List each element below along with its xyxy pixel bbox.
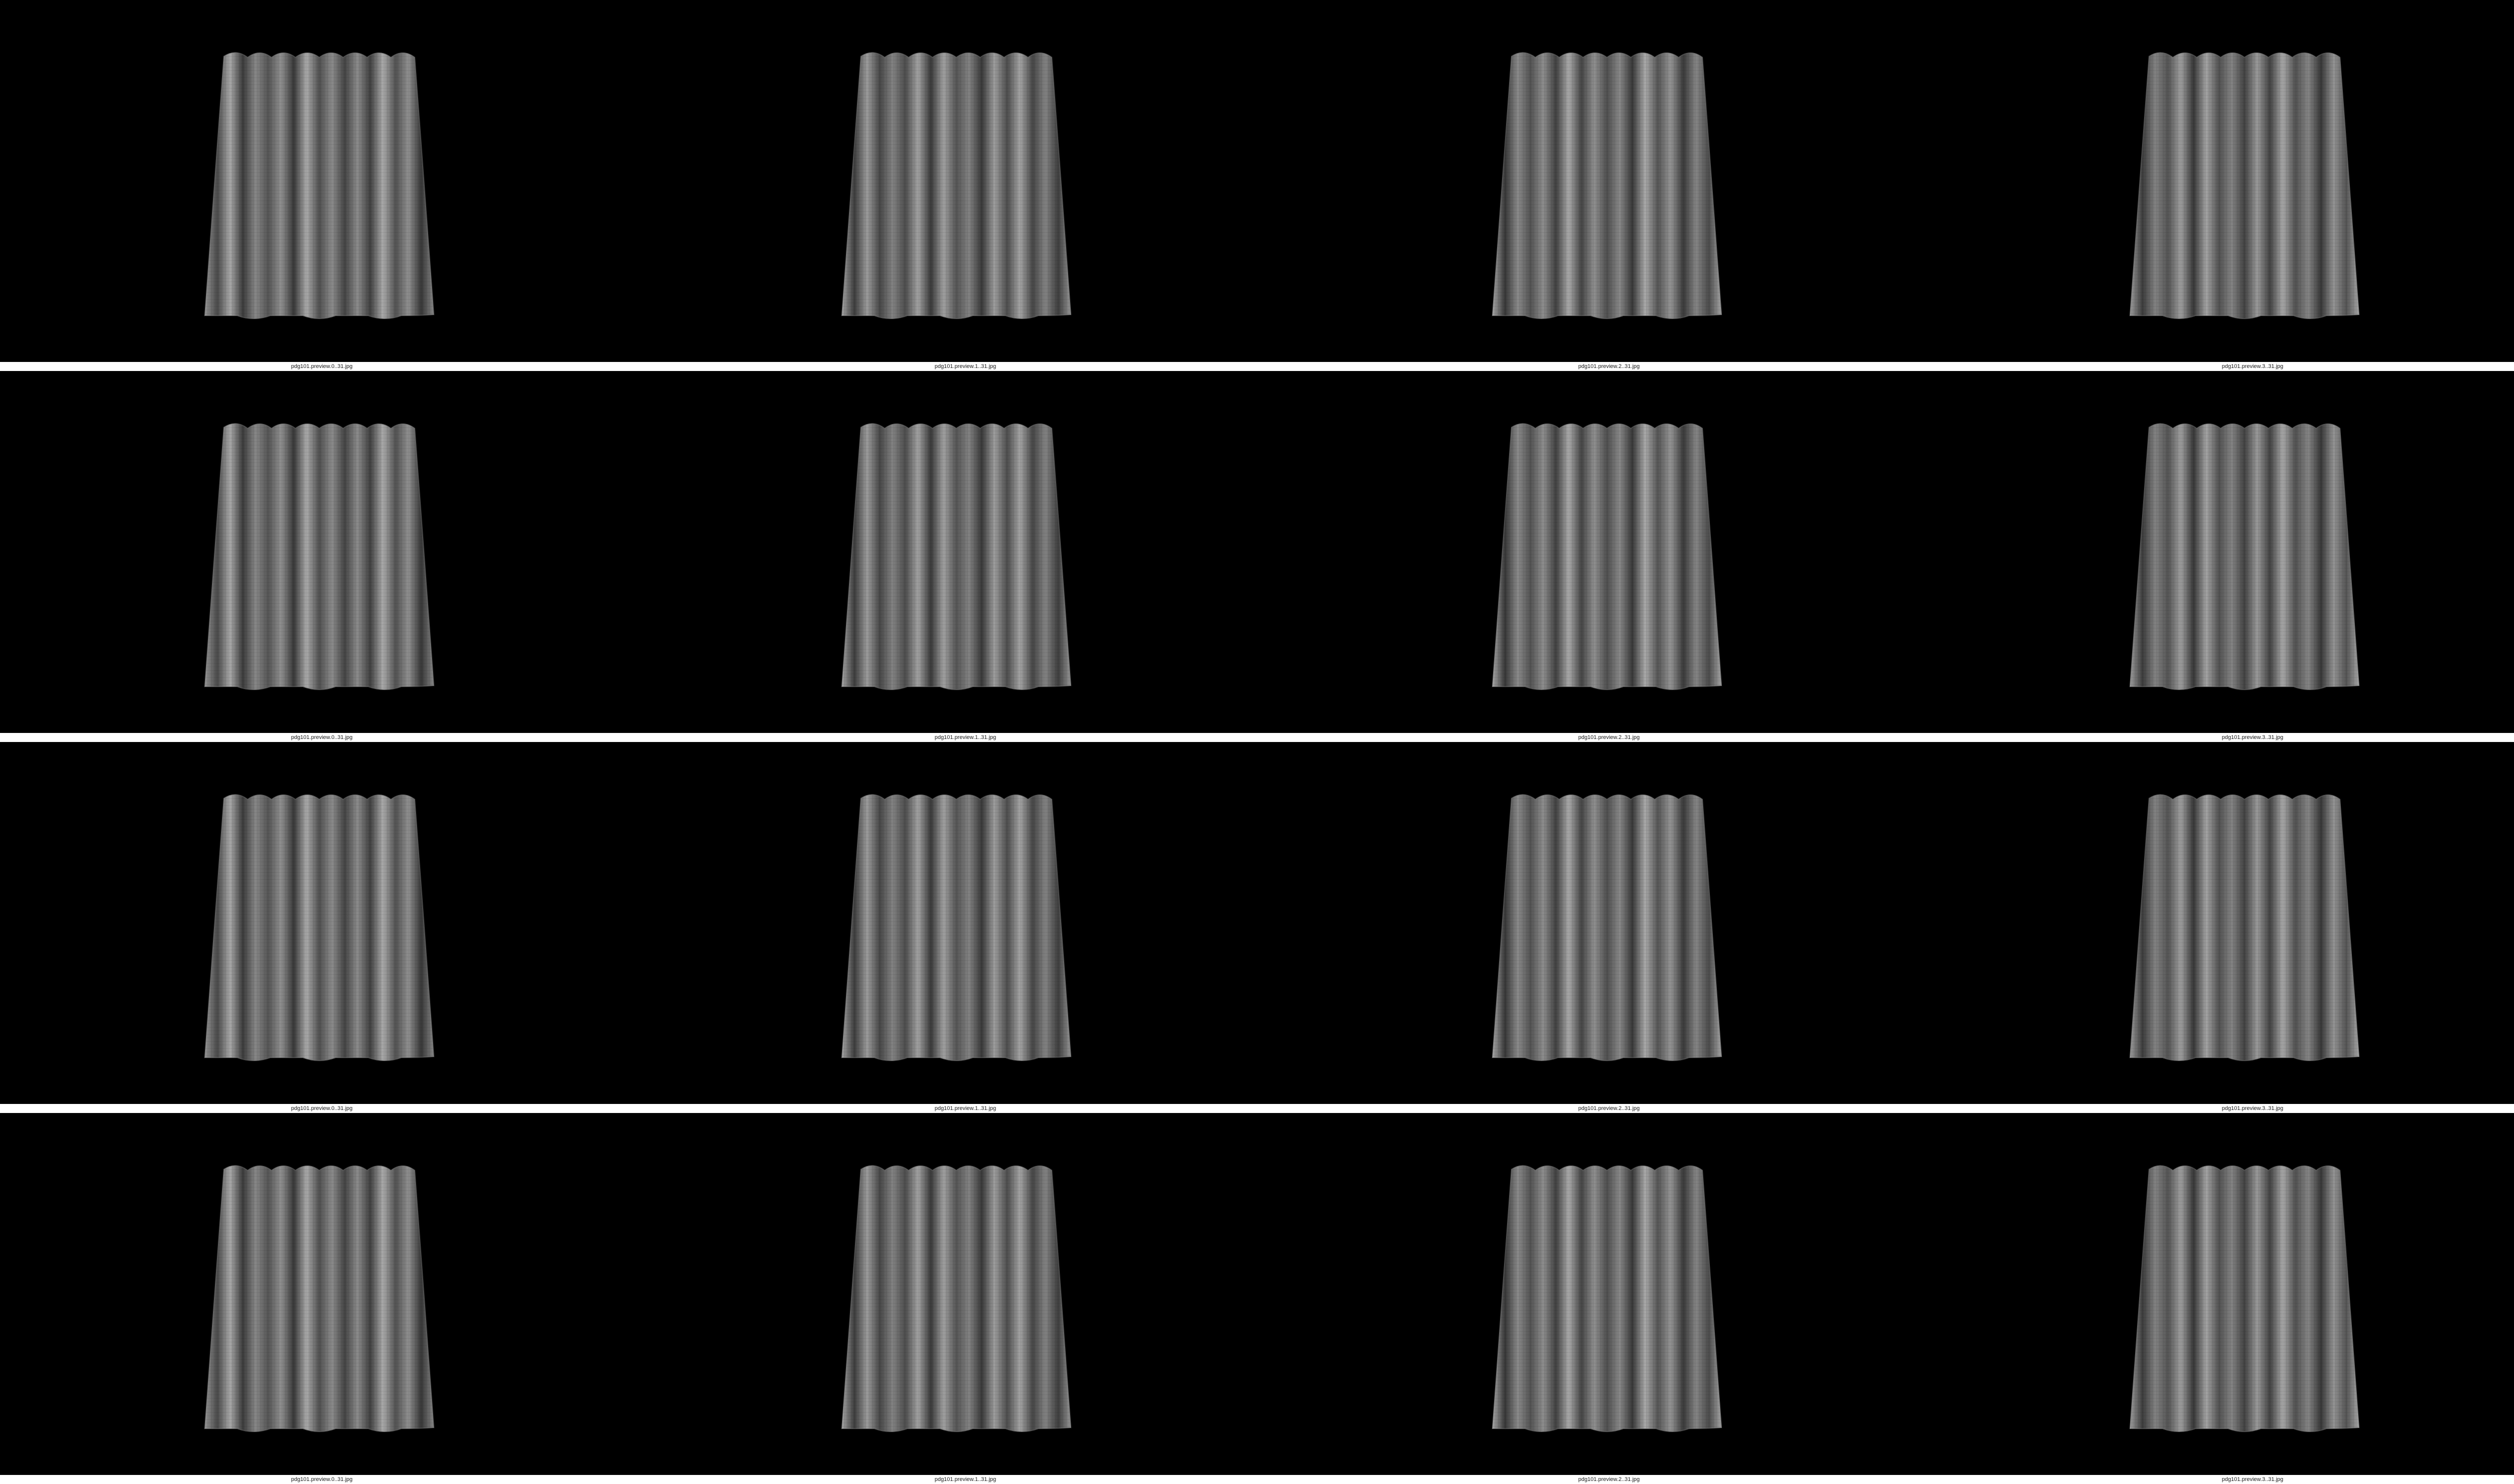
preview-caption: pdg101.preview.3..31.jpg [2221, 363, 2284, 369]
cloth-curtain-render [841, 423, 1072, 690]
preview-frame[interactable] [0, 742, 644, 1104]
cloth-outline [1491, 52, 1723, 319]
preview-cell[interactable]: pdg101.preview.1..31.jpg [644, 1113, 1287, 1484]
cloth-curtain-render [204, 794, 435, 1061]
preview-cell[interactable]: pdg101.preview.1..31.jpg [644, 742, 1287, 1113]
cloth-outline [841, 794, 1072, 1061]
preview-frame[interactable] [1931, 1113, 2514, 1475]
cloth-mesh-overlay [842, 794, 1071, 1061]
cloth-mesh-overlay [2130, 52, 2359, 319]
preview-cell[interactable]: pdg101.preview.2..31.jpg [1287, 371, 1931, 742]
preview-cell[interactable]: pdg101.preview.2..31.jpg [1287, 0, 1931, 371]
cloth-outline [841, 423, 1072, 690]
cloth-mesh-overlay [842, 52, 1071, 319]
cloth-curtain-render [1491, 1165, 1723, 1432]
cloth-curtain-render [2129, 1165, 2360, 1432]
cloth-mesh-overlay [2130, 794, 2359, 1061]
preview-frame[interactable] [1287, 742, 1931, 1104]
cloth-mesh-overlay [842, 1165, 1071, 1432]
preview-cell[interactable]: pdg101.preview.3..31.jpg [1931, 742, 2514, 1113]
preview-caption: pdg101.preview.0..31.jpg [291, 734, 353, 740]
cloth-outline [2129, 794, 2360, 1061]
cloth-outline [204, 1165, 435, 1432]
preview-caption: pdg101.preview.3..31.jpg [2221, 734, 2284, 740]
cloth-curtain-render [841, 1165, 1072, 1432]
cloth-curtain-render [204, 52, 435, 319]
cloth-outline [1491, 1165, 1723, 1432]
cloth-curtain-render [2129, 423, 2360, 690]
preview-frame[interactable] [0, 0, 644, 362]
cloth-outline [204, 52, 435, 319]
preview-cell[interactable]: pdg101.preview.2..31.jpg [1287, 742, 1931, 1113]
cloth-curtain-render [841, 794, 1072, 1061]
cloth-curtain-render [841, 52, 1072, 319]
cloth-curtain-render [204, 1165, 435, 1432]
cloth-mesh-overlay [2130, 423, 2359, 690]
cloth-mesh-overlay [1492, 52, 1722, 319]
cloth-mesh-overlay [205, 52, 434, 319]
cloth-mesh-overlay [1492, 1165, 1722, 1432]
preview-caption: pdg101.preview.0..31.jpg [291, 1476, 353, 1482]
preview-cell[interactable]: pdg101.preview.0..31.jpg [0, 742, 644, 1113]
cloth-outline [204, 423, 435, 690]
cloth-curtain-render [1491, 423, 1723, 690]
preview-cell[interactable]: pdg101.preview.3..31.jpg [1931, 0, 2514, 371]
cloth-mesh-overlay [205, 1165, 434, 1432]
cloth-outline [2129, 423, 2360, 690]
preview-frame[interactable] [644, 371, 1287, 733]
preview-cell[interactable]: pdg101.preview.0..31.jpg [0, 371, 644, 742]
preview-frame[interactable] [644, 742, 1287, 1104]
preview-cell[interactable]: pdg101.preview.1..31.jpg [644, 0, 1287, 371]
preview-frame[interactable] [1931, 742, 2514, 1104]
cloth-curtain-render [1491, 52, 1723, 319]
cloth-outline [2129, 52, 2360, 319]
cloth-outline [841, 1165, 1072, 1432]
preview-caption: pdg101.preview.1..31.jpg [934, 363, 997, 369]
cloth-mesh-overlay [1492, 423, 1722, 690]
cloth-mesh-overlay [2130, 1165, 2359, 1432]
preview-caption: pdg101.preview.2..31.jpg [1578, 363, 1640, 369]
cloth-mesh-overlay [205, 794, 434, 1061]
preview-caption: pdg101.preview.3..31.jpg [2221, 1476, 2284, 1482]
preview-frame[interactable] [0, 371, 644, 733]
preview-frame[interactable] [1931, 0, 2514, 362]
cloth-mesh-overlay [1492, 794, 1722, 1061]
preview-frame[interactable] [644, 0, 1287, 362]
preview-cell[interactable]: pdg101.preview.2..31.jpg [1287, 1113, 1931, 1484]
preview-caption: pdg101.preview.1..31.jpg [934, 1105, 997, 1111]
preview-caption: pdg101.preview.1..31.jpg [934, 1476, 997, 1482]
preview-caption: pdg101.preview.0..31.jpg [291, 363, 353, 369]
preview-cell[interactable]: pdg101.preview.0..31.jpg [0, 0, 644, 371]
cloth-curtain-render [2129, 794, 2360, 1061]
cloth-curtain-render [1491, 794, 1723, 1061]
preview-frame[interactable] [1931, 371, 2514, 733]
cloth-curtain-render [204, 423, 435, 690]
preview-frame[interactable] [1287, 371, 1931, 733]
cloth-outline [1491, 794, 1723, 1061]
preview-caption: pdg101.preview.2..31.jpg [1578, 1105, 1640, 1111]
preview-cell[interactable]: pdg101.preview.3..31.jpg [1931, 371, 2514, 742]
preview-cell[interactable]: pdg101.preview.1..31.jpg [644, 371, 1287, 742]
preview-caption: pdg101.preview.3..31.jpg [2221, 1105, 2284, 1111]
preview-caption: pdg101.preview.2..31.jpg [1578, 734, 1640, 740]
preview-cell[interactable]: pdg101.preview.0..31.jpg [0, 1113, 644, 1484]
preview-cell[interactable]: pdg101.preview.3..31.jpg [1931, 1113, 2514, 1484]
cloth-mesh-overlay [842, 423, 1071, 690]
preview-frame[interactable] [1287, 1113, 1931, 1475]
cloth-outline [841, 52, 1072, 319]
preview-frame[interactable] [0, 1113, 644, 1475]
preview-frame[interactable] [644, 1113, 1287, 1475]
preview-caption: pdg101.preview.0..31.jpg [291, 1105, 353, 1111]
cloth-outline [1491, 423, 1723, 690]
cloth-mesh-overlay [205, 423, 434, 690]
cloth-curtain-render [2129, 52, 2360, 319]
preview-caption: pdg101.preview.1..31.jpg [934, 734, 997, 740]
preview-frame[interactable] [1287, 0, 1931, 362]
cloth-outline [204, 794, 435, 1061]
preview-caption: pdg101.preview.2..31.jpg [1578, 1476, 1640, 1482]
cloth-outline [2129, 1165, 2360, 1432]
